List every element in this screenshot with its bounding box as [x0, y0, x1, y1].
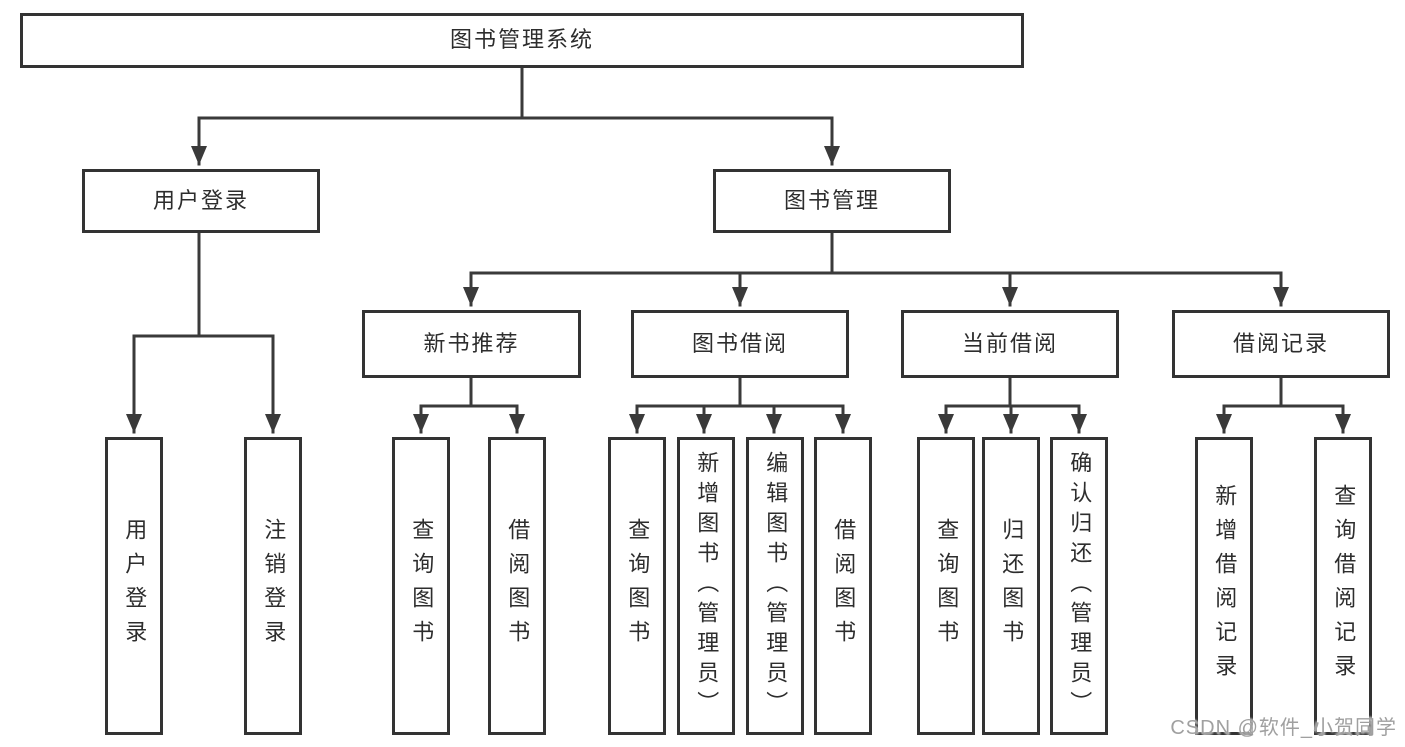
leaf-borrow-books-recommend: 借阅图书 [488, 437, 546, 735]
node-user-login-module: 用户登录 [82, 169, 320, 233]
csdn-watermark: CSDN @软件_小贺同学 [1170, 717, 1397, 739]
leaf-add-borrow-record: 新增借阅记录 [1195, 437, 1253, 735]
leaf-edit-books-admin: 编辑图书（管理员） [746, 437, 804, 735]
leaf-query-books-borrow: 查询图书 [608, 437, 666, 735]
leaf-confirm-return-admin: 确认归还（管理员） [1050, 437, 1108, 735]
connector-recommend-stem [419, 376, 519, 408]
connector-borrow-stem [635, 376, 845, 408]
connector-login-stem [132, 231, 275, 338]
connector-root-stem [197, 66, 834, 120]
leaf-logout: 注销登录 [244, 437, 302, 735]
leaf-user-login: 用户登录 [105, 437, 163, 735]
node-current-borrow: 当前借阅 [901, 310, 1119, 378]
node-new-book-recommend: 新书推荐 [362, 310, 581, 378]
leaf-query-borrow-record: 查询借阅记录 [1314, 437, 1372, 735]
leaf-query-books-current: 查询图书 [917, 437, 975, 735]
node-borrow-records: 借阅记录 [1172, 310, 1390, 378]
node-library-management-system: 图书管理系统 [20, 13, 1024, 68]
leaf-query-books-recommend: 查询图书 [392, 437, 450, 735]
leaf-return-books: 归还图书 [982, 437, 1040, 735]
connector-management-stem [469, 231, 1283, 275]
leaf-add-books-admin: 新增图书（管理员） [677, 437, 735, 735]
leaf-borrow-books: 借阅图书 [814, 437, 872, 735]
node-book-borrow: 图书借阅 [631, 310, 849, 378]
node-book-management-module: 图书管理 [713, 169, 951, 233]
connector-records-stem [1222, 376, 1345, 408]
connector-current-stem [944, 376, 1081, 408]
